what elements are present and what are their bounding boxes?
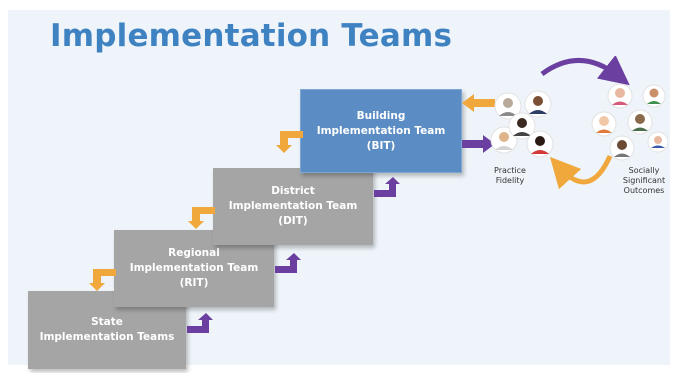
district-team-box: District Implementation Team (DIT) <box>213 168 373 245</box>
outcomes-line: Outcomes <box>623 186 665 195</box>
up-arrow-icon <box>374 177 400 197</box>
practice-fidelity-line: Fidelity <box>495 176 525 185</box>
regional-team-label: (RIT) <box>179 277 209 289</box>
state-team-label: Implementation Teams <box>39 331 175 343</box>
practitioners-icon <box>490 90 554 158</box>
down-arrow-icon <box>188 207 215 229</box>
building-team-label: Building <box>356 109 406 122</box>
building-team-label: (BIT) <box>366 139 396 152</box>
building-team-box: Building Implementation Team (BIT) <box>300 89 462 173</box>
up-arrow-icon <box>275 253 301 273</box>
practice-fidelity-line: Practice <box>494 166 526 175</box>
right-arrow-icon <box>462 135 495 153</box>
outcomes-line: Socially <box>628 166 660 175</box>
state-team-label: State <box>91 316 123 328</box>
practice-fidelity-label: Practice Fidelity <box>478 166 542 186</box>
regional-team-label: Regional <box>168 247 220 259</box>
students-icon <box>591 83 668 161</box>
regional-team-label: Implementation Team <box>129 262 259 274</box>
district-team-label: District <box>271 185 315 197</box>
building-team-label: Implementation Team <box>316 124 446 137</box>
district-team-label: Implementation Team <box>228 200 358 212</box>
up-arrow-icon <box>187 313 213 333</box>
outcomes-line: Significant <box>622 176 666 185</box>
page-title: Implementation Teams <box>50 18 453 54</box>
district-team-label: (DIT) <box>278 215 308 227</box>
down-arrow-icon <box>276 131 303 153</box>
outcomes-label: Socially Significant Outcomes <box>614 166 674 196</box>
practice-outcomes-cycle <box>490 56 668 190</box>
left-arrow-icon <box>462 94 495 112</box>
down-arrow-icon <box>89 269 116 291</box>
